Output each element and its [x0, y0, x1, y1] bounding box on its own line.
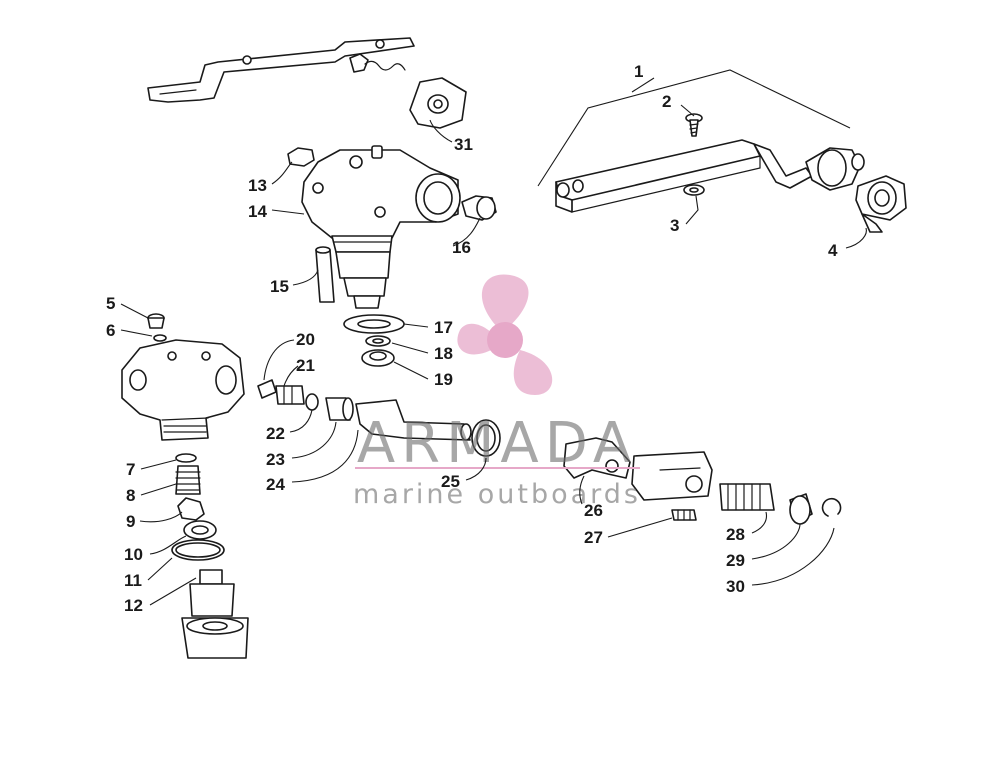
- callout-30: 30: [726, 577, 745, 596]
- callout-22: 22: [266, 424, 285, 443]
- callout-24: 24: [266, 475, 285, 494]
- callout-20: 20: [296, 330, 315, 349]
- bushing: [325, 397, 354, 421]
- sleeve-pin: [315, 246, 335, 303]
- callout-18: 18: [434, 344, 453, 363]
- end-cup: [789, 493, 813, 525]
- callout-5: 5: [106, 294, 115, 313]
- callout-15: 15: [270, 277, 289, 296]
- o-ring-large: [471, 419, 501, 457]
- return-spring: [719, 483, 775, 511]
- pump-housing: [121, 339, 245, 441]
- injector-nozzle: [181, 569, 249, 659]
- callout-31: 31: [454, 135, 473, 154]
- callout-11: 11: [124, 571, 142, 590]
- callout-6: 6: [106, 321, 115, 340]
- cone-tip: [257, 379, 277, 399]
- fitting-nut: [855, 175, 907, 233]
- callout-19: 19: [434, 370, 453, 389]
- callout-25: 25: [441, 472, 460, 491]
- watermark-tagline: marine outboards: [353, 479, 641, 510]
- assembly-bracket-lines: [537, 69, 851, 187]
- gasket-washers: [343, 314, 405, 367]
- cap-screw: [671, 509, 697, 521]
- linkage-arm: [147, 37, 415, 103]
- hex-nut: [287, 147, 315, 167]
- callout-29: 29: [726, 551, 745, 570]
- o-ring-small: [305, 393, 319, 411]
- spring-spacer: [275, 385, 305, 405]
- callout-17: 17: [434, 318, 453, 337]
- callout-26: 26: [584, 501, 603, 520]
- mounting-bracket: [409, 77, 467, 129]
- callout-8: 8: [126, 486, 135, 505]
- watermark-brand: ARMADA: [357, 411, 637, 476]
- plug-cap: [461, 195, 497, 221]
- callout-12: 12: [124, 596, 143, 615]
- callout-27: 27: [584, 528, 603, 547]
- snap-ring: [821, 497, 842, 517]
- callout-2: 2: [662, 92, 671, 111]
- callout-14: 14: [248, 202, 267, 221]
- callout-10: 10: [124, 545, 143, 564]
- callout-labels: 1 2 3 4 5 6 7 8 9 10 11 12 13 14 15 16 1…: [106, 62, 838, 615]
- rail-screw: [685, 113, 703, 137]
- callout-3: 3: [670, 216, 679, 235]
- clevis-yoke: [631, 451, 713, 501]
- watermark-logo: [355, 274, 640, 469]
- small-washer: [683, 184, 705, 196]
- callout-4: 4: [828, 241, 838, 260]
- valve-stack: [171, 453, 225, 561]
- plunger-shaft: [355, 399, 472, 441]
- bleed-screw: [147, 313, 167, 342]
- carburetor-body: [301, 145, 461, 309]
- callout-9: 9: [126, 512, 135, 531]
- callout-21: 21: [296, 356, 315, 375]
- callout-13: 13: [248, 176, 267, 195]
- fuel-rail: [555, 139, 865, 213]
- callout-23: 23: [266, 450, 285, 469]
- callout-7: 7: [126, 460, 135, 479]
- callout-28: 28: [726, 525, 745, 544]
- callout-16: 16: [452, 238, 471, 257]
- callout-1: 1: [634, 62, 643, 81]
- leader-lines: [120, 77, 867, 606]
